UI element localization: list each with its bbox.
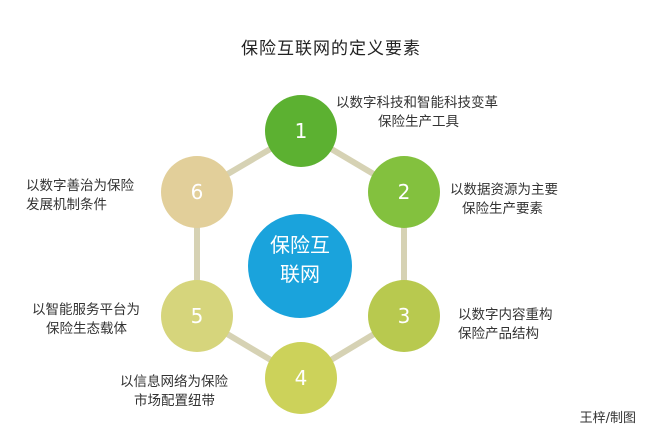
node-1: 1 xyxy=(265,95,337,167)
node-4-number: 4 xyxy=(295,366,308,390)
node-3-circle xyxy=(368,280,440,352)
label-node-2: 以数据资源为主要 保险生产要素 xyxy=(450,181,558,219)
node-5-circle xyxy=(161,280,233,352)
center-text-line2: 联网 xyxy=(280,262,320,286)
label-node-1: 以数字科技和智能科技变革 保险生产工具 xyxy=(336,94,498,132)
label-node-5-line1: 以智能服务平台为 xyxy=(32,302,140,318)
diagram-title: 保险互联网的定义要素 xyxy=(241,39,421,59)
label-node-2-line2: 保险生产要素 xyxy=(462,201,543,217)
node-5-number: 5 xyxy=(191,304,204,328)
label-node-4-line2: 市场配置纽带 xyxy=(134,393,215,409)
node-1-number: 1 xyxy=(295,119,308,143)
node-3: 3 xyxy=(368,280,440,352)
node-6-circle xyxy=(161,156,233,228)
label-node-6-line2: 发展机制条件 xyxy=(26,197,107,213)
node-5: 5 xyxy=(161,280,233,352)
label-node-6: 以数字善治为保险 发展机制条件 xyxy=(26,177,134,215)
center-circle xyxy=(248,214,352,318)
label-node-5: 以智能服务平台为 保险生态载体 xyxy=(32,301,140,339)
node-6-number: 6 xyxy=(191,180,204,204)
label-node-6-line1: 以数字善治为保险 xyxy=(26,178,134,194)
label-node-3: 以数字内容重构 保险产品结构 xyxy=(458,306,553,344)
node-1-circle xyxy=(265,95,337,167)
node-2-circle xyxy=(368,156,440,228)
label-node-3-line2: 保险产品结构 xyxy=(458,326,539,342)
credit-text: 王梓/制图 xyxy=(579,411,636,426)
label-node-3-line1: 以数字内容重构 xyxy=(458,307,553,323)
label-node-1-line1: 以数字科技和智能科技变革 xyxy=(336,95,498,111)
node-2: 2 xyxy=(368,156,440,228)
node-6: 6 xyxy=(161,156,233,228)
node-4: 4 xyxy=(265,342,337,414)
label-node-1-line2: 保险生产工具 xyxy=(378,114,459,130)
node-4-circle xyxy=(265,342,337,414)
label-node-5-line2: 保险生态载体 xyxy=(46,321,127,337)
node-3-number: 3 xyxy=(398,304,411,328)
center-text-line1: 保险互 xyxy=(270,233,330,257)
label-node-2-line1: 以数据资源为主要 xyxy=(450,182,558,198)
label-node-4-line1: 以信息网络为保险 xyxy=(120,374,228,390)
label-node-4: 以信息网络为保险 市场配置纽带 xyxy=(120,373,228,411)
node-2-number: 2 xyxy=(398,180,411,204)
